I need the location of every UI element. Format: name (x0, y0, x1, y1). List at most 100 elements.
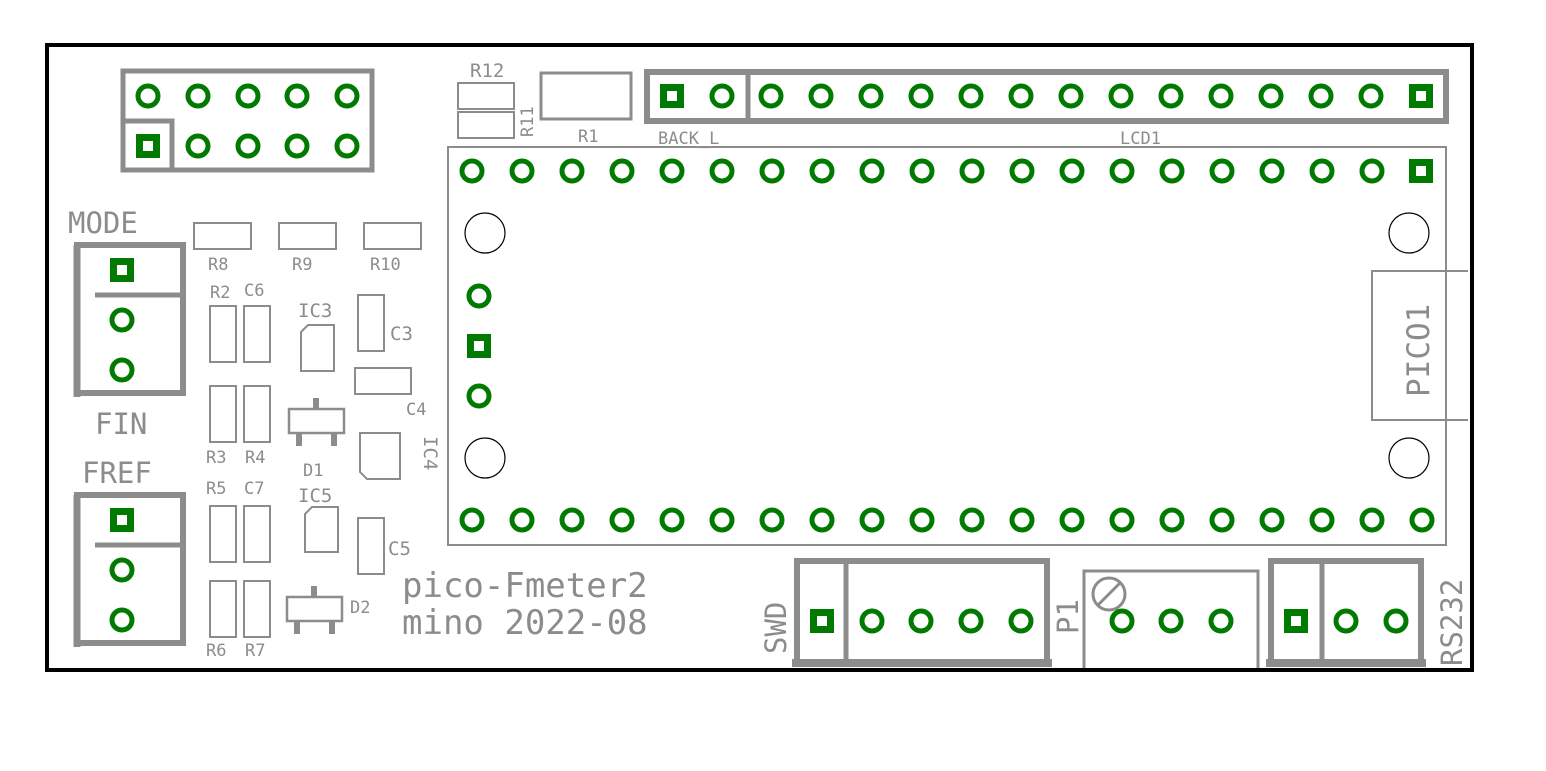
p1-pin (1158, 608, 1184, 634)
pico-pin (1409, 507, 1435, 533)
d1-footprint (287, 398, 346, 446)
pico-pin (909, 507, 935, 533)
pico-mount-hole (464, 437, 506, 479)
rs232-pin (1333, 608, 1359, 634)
d1-label: D1 (303, 461, 323, 481)
r1-footprint (539, 71, 633, 121)
r5-label: R5 (206, 479, 226, 499)
fref-pin (109, 557, 135, 583)
r9-label: R9 (292, 255, 312, 275)
lcd1-pin (1158, 83, 1184, 109)
pico-pin (959, 507, 985, 533)
swd-pin (958, 608, 984, 634)
rs232-pin (1383, 608, 1409, 634)
d2-label: D2 (350, 598, 370, 618)
c6-footprint (243, 305, 271, 363)
lcd1-pin (1258, 83, 1284, 109)
pico-pin (1109, 158, 1135, 184)
r11-footprint (457, 111, 515, 139)
pico-pin (459, 158, 485, 184)
pico-pin (1059, 507, 1085, 533)
pico-pin (559, 158, 585, 184)
r12-label: R12 (470, 60, 504, 82)
swd-pin (1008, 608, 1034, 634)
r12-footprint (457, 82, 515, 110)
ic5-footprint (304, 506, 339, 553)
p1-pin (1208, 608, 1234, 634)
header-pin (185, 133, 211, 159)
pico-pin (709, 158, 735, 184)
r5-footprint (209, 505, 237, 563)
pad-drill (474, 341, 484, 351)
pico-pin (509, 507, 535, 533)
pico-pin (759, 158, 785, 184)
board-title-line1: pico-Fmeter2 (402, 566, 648, 606)
r7-label: R7 (245, 641, 265, 661)
fref-pin (109, 607, 135, 633)
header-pin (334, 133, 360, 159)
header-pin (235, 133, 261, 159)
r3-label: R3 (206, 448, 226, 468)
back-l-label: BACK_L (658, 129, 719, 149)
pico-pin (1159, 507, 1185, 533)
ic4-footprint (359, 432, 401, 480)
pico-pin (609, 507, 635, 533)
pico-pin (909, 158, 935, 184)
r6-label: R6 (206, 641, 226, 661)
fref-connector (73, 492, 186, 647)
mode-fin-pin (109, 357, 135, 383)
pico-pin (459, 507, 485, 533)
r9-footprint (278, 222, 337, 250)
r6-footprint (209, 580, 237, 638)
c7-footprint (243, 505, 271, 563)
lcd1-pin (958, 83, 984, 109)
lcd1-label: LCD1 (1120, 129, 1161, 149)
c4-label: C4 (406, 400, 426, 420)
pico-pin (809, 507, 835, 533)
pico-pin (959, 158, 985, 184)
mode-label: MODE (68, 206, 138, 240)
pad-drill (143, 141, 153, 151)
pico-usb-outline (1371, 270, 1468, 421)
rs232-label: RS232 (1435, 579, 1469, 666)
lcd1-pin (908, 83, 934, 109)
p1-label: P1 (1051, 599, 1085, 634)
lcd1-pin (1058, 83, 1084, 109)
pico-pin (1309, 507, 1335, 533)
pico-pin (1359, 158, 1385, 184)
r7-footprint (243, 580, 271, 638)
pico-pin (659, 507, 685, 533)
pico-pin (1259, 158, 1285, 184)
rs232-connector (1266, 558, 1426, 667)
board-title-line2: mino 2022-08 (402, 603, 648, 643)
pad-drill (117, 265, 127, 275)
r4-label: R4 (245, 448, 265, 468)
pico-pin (509, 158, 535, 184)
swd-connector (792, 558, 1052, 667)
c5-label: C5 (388, 538, 411, 560)
ic4-label: IC4 (419, 436, 441, 470)
header-pin (235, 83, 261, 109)
lcd1-pin (1008, 83, 1034, 109)
board-outline (45, 43, 1474, 672)
fref-label: FREF (82, 456, 152, 490)
mode-fin-connector (73, 242, 186, 397)
lcd1-pin (808, 83, 834, 109)
fin-label: FIN (95, 407, 147, 441)
c4-footprint (354, 367, 412, 395)
pico-pin (709, 507, 735, 533)
pad-drill (1416, 91, 1426, 101)
pico-pin (1209, 507, 1235, 533)
pico-pin (1109, 507, 1135, 533)
r11-label: R11 (518, 106, 538, 137)
ic3-label: IC3 (298, 300, 332, 322)
pico-pin (759, 507, 785, 533)
pico-debug-pin (466, 283, 492, 309)
c3-footprint (357, 294, 385, 352)
r10-footprint (363, 222, 422, 250)
r4-footprint (243, 385, 271, 443)
c7-label: C7 (244, 479, 264, 499)
pico1-label: PICO1 (1401, 304, 1437, 397)
back-l-pin (709, 83, 735, 109)
lcd1-pin (758, 83, 784, 109)
